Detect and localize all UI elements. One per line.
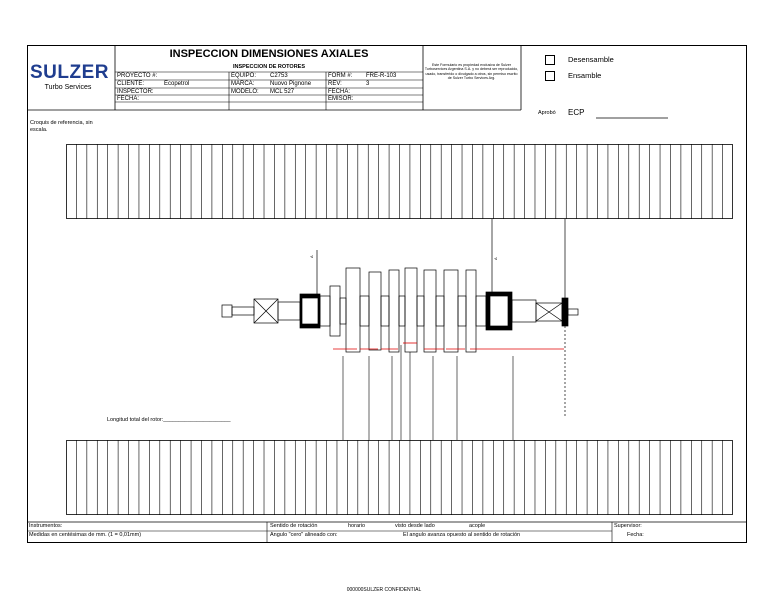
croquis-note: Croquis de referencia, sin escala.	[30, 120, 93, 133]
legal-notice: Este Formulario es propiedad exclusiva d…	[424, 63, 519, 81]
marker-a-right: A	[493, 257, 498, 260]
rotor-length-field[interactable]: Longitud total del rotor:_______________…	[107, 417, 231, 423]
confidential-footer: 000000SULZER CONFIDENTIAL	[346, 587, 422, 593]
desensamble-label: Desensamble	[568, 55, 614, 64]
medidas-note: Medidas en centésimas de mm. (1 = 0,01mm…	[29, 532, 142, 538]
page-frame	[27, 45, 747, 543]
logo-subtitle: Turbo Services	[44, 84, 92, 91]
visto-value: acople	[469, 523, 486, 529]
inspector-label: INSPECTOR:	[117, 89, 154, 95]
proyecto-label: PROYECTO #:	[117, 73, 158, 79]
marca-value: Nuovo Pignone	[270, 81, 312, 87]
marker-a-left: A	[309, 255, 314, 258]
top-measurement-strip	[66, 144, 733, 219]
sulzer-logo: SULZER Turbo Services	[30, 62, 109, 92]
sentido-value: horario	[348, 523, 366, 529]
form-value: FRE-R-103	[366, 73, 397, 79]
rev-value: 3	[366, 81, 370, 87]
visto-label: visto desde lado	[395, 523, 435, 529]
aprobo-label: Aprobó	[538, 110, 556, 116]
form-subtitle: INSPECCION DE ROTORES	[232, 64, 306, 70]
cliente-value: Ecopetrol	[164, 81, 190, 87]
desensamble-checkbox[interactable]	[545, 55, 555, 65]
sentido-label: Sentido de rotación	[270, 523, 318, 529]
modelo-value: MCL 527	[270, 89, 295, 95]
marca-label: MARCA:	[231, 81, 255, 87]
aprobo-value: ECP	[568, 108, 585, 117]
form-label: FORM #:	[328, 73, 353, 79]
supervisor-label: Supervisor:	[614, 523, 642, 529]
rev-label: REV:	[328, 81, 342, 87]
fecha-label: FECHA:	[117, 96, 140, 102]
logo-wordmark: SULZER	[30, 62, 109, 83]
emisor-label: EMISOR:	[328, 96, 354, 102]
ensamble-label: Ensamble	[568, 71, 602, 80]
instrumentos-label: Instrumentos:	[29, 523, 63, 529]
form-title: INSPECCION DIMENSIONES AXIALES	[169, 48, 369, 60]
bottom-measurement-strip	[66, 440, 733, 515]
equipo-label: EQUIPO:	[231, 73, 257, 79]
cliente-label: CLIENTE:	[117, 81, 145, 87]
equipo-value: C2753	[270, 73, 288, 79]
fecha2-label: FECHA:	[328, 89, 351, 95]
fecha-footer-label: Fecha:	[627, 532, 644, 538]
modelo-label: MODELO:	[231, 89, 259, 95]
angulo-note: El angulo avanza opuesto al sentido de r…	[403, 532, 521, 538]
ensamble-checkbox[interactable]	[545, 71, 555, 81]
angulo-label: Angulo "cero" alineado con:	[270, 532, 338, 538]
